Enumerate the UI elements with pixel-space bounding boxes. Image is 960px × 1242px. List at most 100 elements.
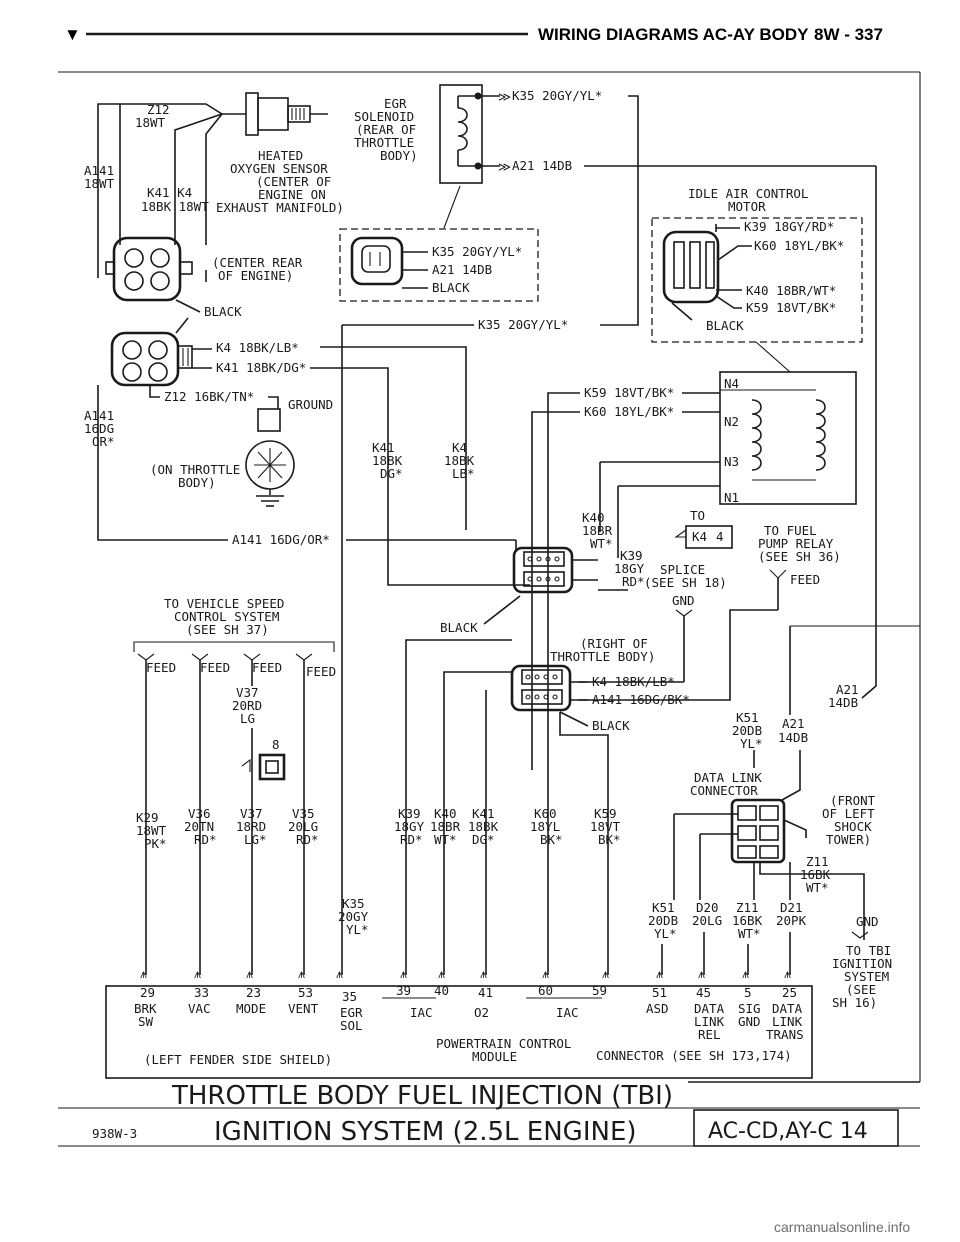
black-c-label: BLACK bbox=[432, 280, 470, 295]
svg-text:⩚: ⩚ bbox=[298, 966, 306, 981]
fuel-pump-1: PUMP RELAY bbox=[758, 536, 834, 551]
func-trans: TRANS bbox=[766, 1027, 804, 1042]
front-shock-1: OF LEFT bbox=[822, 806, 875, 821]
k4-num-label: 4 bbox=[716, 529, 724, 544]
svg-text:⩚: ⩚ bbox=[602, 966, 610, 981]
o2-label-4: EXHAUST MANIFOLD) bbox=[216, 200, 344, 215]
svg-text:YL*: YL* bbox=[654, 926, 677, 941]
svg-text:18BR: 18BR bbox=[430, 819, 461, 834]
splice-1: (SEE SH 18) bbox=[644, 575, 727, 590]
k4-box-label: K4 bbox=[692, 529, 707, 544]
to-label: TO bbox=[690, 508, 705, 523]
k41-mid-label: K41 18BK DG* bbox=[372, 440, 403, 481]
pin-41: 41 bbox=[478, 985, 493, 1000]
iac-motor-label: IDLE AIR CONTROL MOTOR bbox=[688, 186, 808, 214]
pcm-left-location: (LEFT FENDER SIDE SHIELD) bbox=[144, 1052, 332, 1067]
k40-mid-label: K40 18BR WT* bbox=[582, 510, 613, 551]
svg-text:⩚: ⩚ bbox=[140, 966, 148, 981]
k51-right-1: 20DB bbox=[732, 723, 762, 738]
k51-right-label: K51 20DB YL* bbox=[732, 710, 763, 751]
svg-text:K29: K29 bbox=[136, 810, 159, 825]
k60-n2-label: K60 18YL/BK* bbox=[584, 404, 674, 419]
svg-text:K41: K41 bbox=[472, 806, 495, 821]
egr-label-2: (REAR OF bbox=[356, 122, 416, 137]
fuel-pump-0: TO FUEL bbox=[764, 523, 817, 538]
iac-nodes: N4 N2 N3 N1 bbox=[724, 376, 739, 505]
black-o2-leader bbox=[175, 299, 201, 313]
func-rel: REL bbox=[698, 1027, 721, 1042]
front-shock-0: (FRONT bbox=[830, 793, 876, 808]
k60-iac-label: K60 18YL/BK* bbox=[754, 238, 844, 253]
svg-text:18RD: 18RD bbox=[236, 819, 266, 834]
data-link-label: DATA LINK CONNECTOR bbox=[690, 770, 762, 798]
page-header: ▼ WIRING DIAGRAMS AC-AY BODY 8W - 337 bbox=[64, 25, 883, 44]
k59-n4-label: K59 18VT/BK* bbox=[584, 385, 674, 400]
black-iac-label: BLACK bbox=[706, 318, 744, 333]
a141-rt-label: A141 16DG/BK* bbox=[592, 692, 690, 707]
svg-text:K59: K59 bbox=[594, 806, 617, 821]
node-n4: N4 bbox=[724, 376, 739, 391]
k4-mid-label: K4 18BK LB* bbox=[444, 440, 475, 481]
feed-1: FEED bbox=[200, 660, 230, 675]
k35-c-label: K35 20GY/YL* bbox=[432, 244, 522, 259]
v37-2: LG bbox=[240, 711, 255, 726]
right-tb-0: (RIGHT OF bbox=[580, 636, 648, 651]
ground-location-label: (ON THROTTLE BODY) bbox=[150, 462, 240, 490]
feed-3: FEED bbox=[306, 664, 336, 679]
data-link-1: CONNECTOR bbox=[690, 783, 758, 798]
pin-40: 40 bbox=[434, 983, 449, 998]
pcm-pins: 29 33 23 53 35 39 40 41 60 59 51 45 5 25 bbox=[140, 983, 797, 1004]
black-rt-label: BLACK bbox=[592, 718, 630, 733]
svg-text:D20: D20 bbox=[696, 900, 719, 915]
svg-text:D21: D21 bbox=[780, 900, 803, 915]
func-vent: VENT bbox=[288, 1001, 319, 1016]
func-egr: EGR bbox=[340, 1005, 363, 1020]
right-tb-connector bbox=[510, 664, 588, 712]
a141-top-0: A141 bbox=[84, 163, 114, 178]
k4-rt-label: K4 18BK/LB* bbox=[592, 674, 675, 689]
pcm-name-1: MODULE bbox=[472, 1049, 517, 1064]
func-sig: SIG bbox=[738, 1001, 761, 1016]
pin-23: 23 bbox=[246, 985, 261, 1000]
tbi-2: SYSTEM bbox=[844, 969, 889, 984]
fuse-8: 8 bbox=[241, 737, 286, 781]
func-iac-1: IAC bbox=[410, 1005, 433, 1020]
pin-5: 5 bbox=[744, 985, 752, 1000]
o2-label-2: (CENTER OF bbox=[256, 174, 331, 189]
a21-right-label: A21 14DB bbox=[828, 682, 859, 710]
k35-mid-label: K35 20GY/YL* bbox=[478, 317, 568, 332]
body-code: AC-CD,AY-C 14 bbox=[708, 1119, 868, 1144]
a141-left-1: 16DG bbox=[84, 421, 114, 436]
svg-text:Z11: Z11 bbox=[736, 900, 759, 915]
svg-text:⩚: ⩚ bbox=[400, 966, 408, 981]
svg-text:18WT: 18WT bbox=[136, 823, 167, 838]
svg-text:WT*: WT* bbox=[738, 926, 761, 941]
z11-right-2: WT* bbox=[806, 880, 829, 895]
pin-35: 35 bbox=[342, 989, 357, 1004]
black-splice-label: BLACK bbox=[440, 620, 478, 635]
a21-egr-label: A21 14DB bbox=[512, 158, 572, 173]
k41k4-0: K41 K4 bbox=[147, 185, 192, 200]
svg-text:⩚: ⩚ bbox=[438, 966, 446, 981]
k41-mid-0: K41 bbox=[372, 440, 395, 455]
front-shock-2: SHOCK bbox=[834, 819, 872, 834]
iac-label-1: MOTOR bbox=[728, 199, 766, 214]
svg-text:⩚: ⩚ bbox=[784, 966, 792, 981]
svg-text:20GY: 20GY bbox=[338, 909, 369, 924]
cavity-marks: ⩚ ⩚ ⩚ ⩚ ⩚ ⩚ ⩚ ⩚ ⩚ ⩚ ⩚ ⩚ ⩚ ⩚ bbox=[140, 966, 792, 981]
k39-mid-2: RD* bbox=[622, 574, 645, 589]
v37-0: V37 bbox=[236, 685, 259, 700]
svg-text:⩚: ⩚ bbox=[336, 966, 344, 981]
feed-2: FEED bbox=[252, 660, 282, 675]
a141-top-label: A141 18WT bbox=[84, 163, 115, 191]
svg-text:K60: K60 bbox=[534, 806, 557, 821]
a21-right2-label: A21 14DB bbox=[778, 716, 808, 745]
func-brk: BRK bbox=[134, 1001, 157, 1016]
svg-text:WT*: WT* bbox=[434, 832, 457, 847]
